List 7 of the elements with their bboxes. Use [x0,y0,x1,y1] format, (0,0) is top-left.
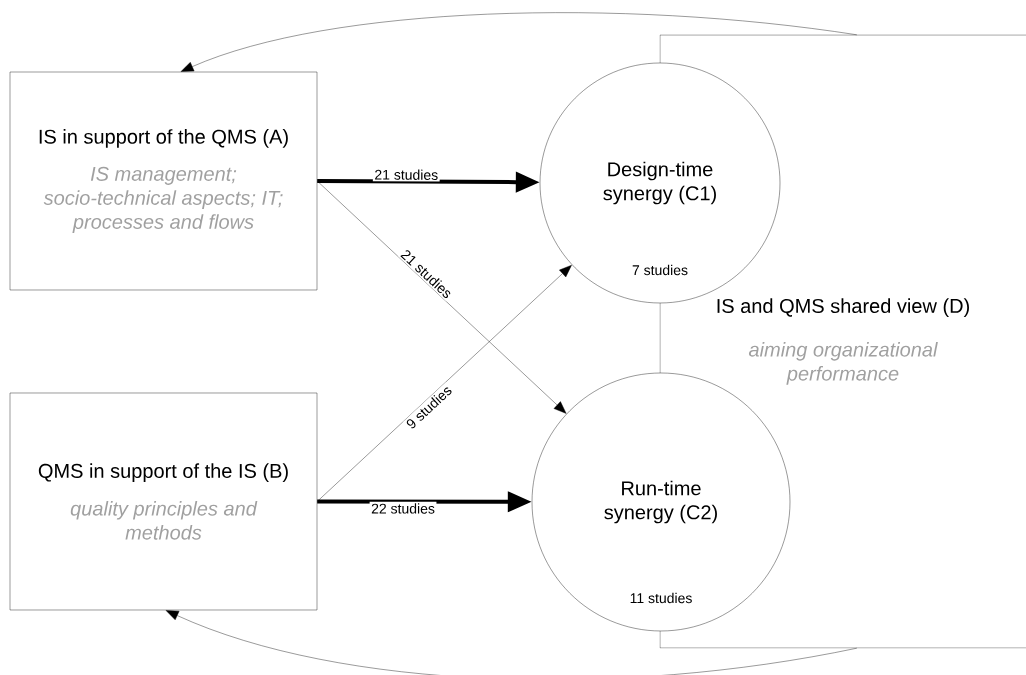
arrow [180,12,857,72]
process-box: QMS in support of the IS (B) quality principles and methods [9,392,318,611]
process-box: IS in support of the QMS (A) IS management; socio-technical aspects; IT; processes and flows [9,71,318,291]
arrow [317,180,567,414]
arrow [165,610,857,675]
edge-label: 21 studies [372,167,440,182]
arrow [317,265,572,502]
